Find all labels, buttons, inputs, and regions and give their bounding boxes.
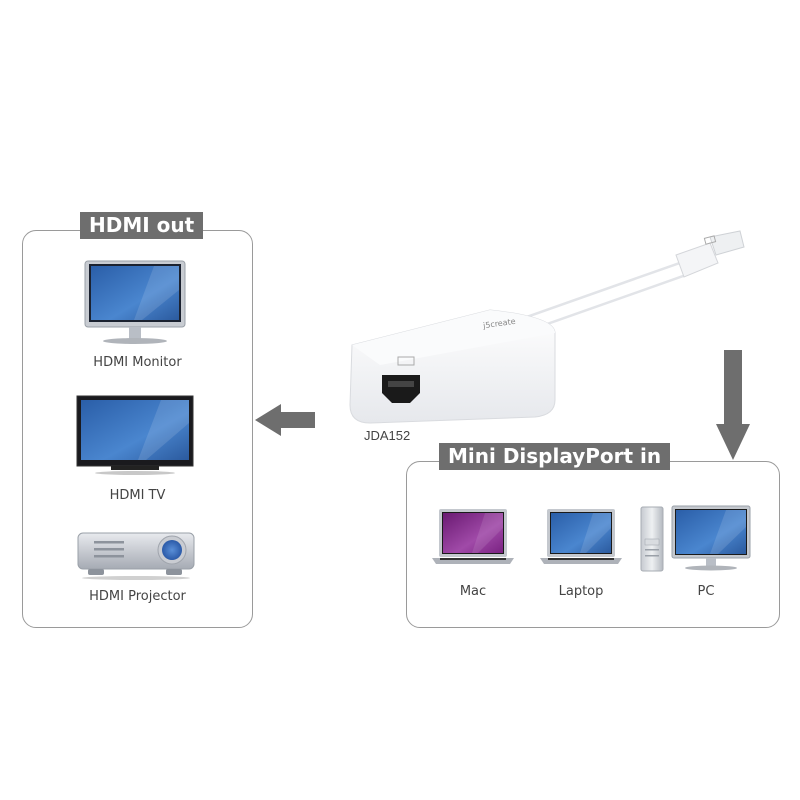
- arrow-down-icon: [716, 350, 750, 462]
- product-model-label: JDA152: [364, 428, 411, 443]
- device-label: Mac: [459, 584, 487, 599]
- desktop-pc-icon: [640, 505, 752, 573]
- device-label: Laptop: [558, 584, 604, 599]
- device-label: PC: [697, 584, 715, 599]
- projector-icon: [76, 531, 196, 581]
- hdmi-out-title: HDMI out: [80, 212, 204, 239]
- laptop-icon: [538, 508, 624, 568]
- arrow-left-icon: [255, 402, 317, 438]
- device-label: HDMI Monitor: [93, 355, 182, 370]
- mac-laptop-icon: [430, 508, 516, 568]
- monitor-icon: [84, 260, 186, 346]
- tv-icon: [76, 395, 194, 475]
- mini-displayport-in-title: Mini DisplayPort in: [439, 443, 671, 470]
- device-label: HDMI TV: [109, 488, 166, 503]
- adapter-product-image: [340, 225, 760, 430]
- device-label: HDMI Projector: [89, 589, 186, 604]
